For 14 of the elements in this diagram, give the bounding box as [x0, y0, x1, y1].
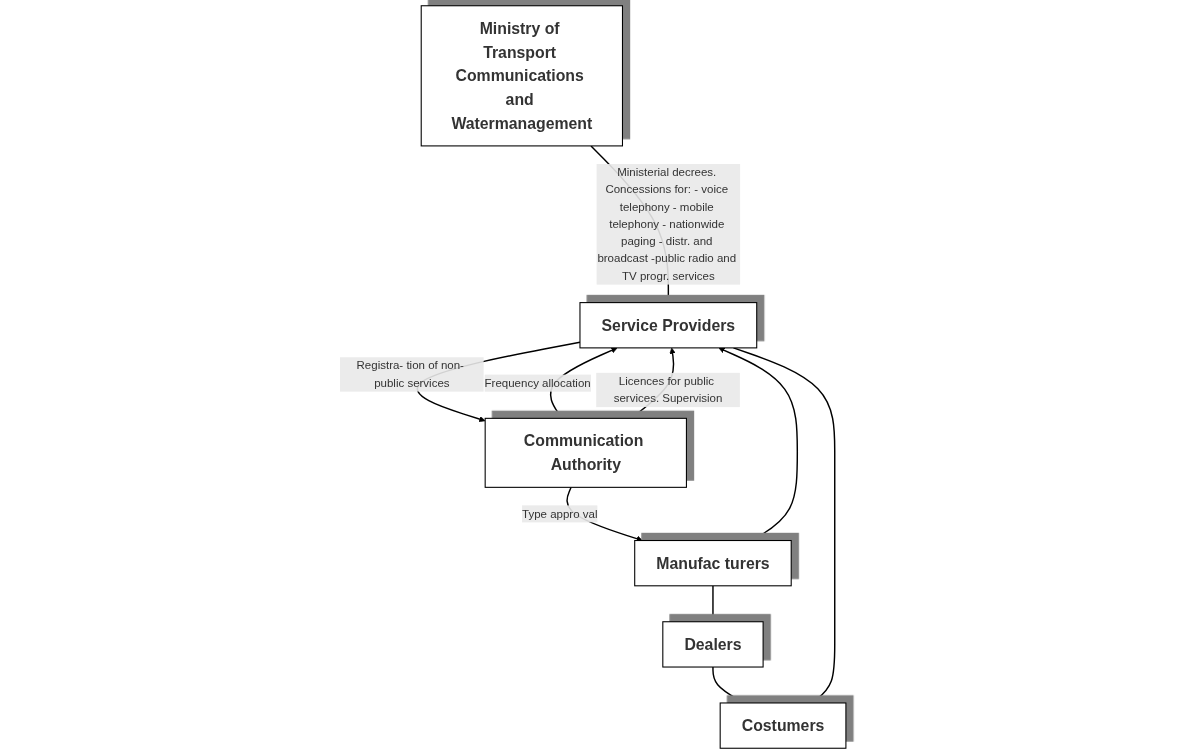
node-box: Dealers [662, 621, 764, 668]
node-box: Service Providers [579, 302, 758, 349]
node-box: Ministry of Transport Communications and Watermanagement [420, 5, 624, 147]
node-box: Costumers [719, 702, 847, 749]
edge-label: Licences for public services. Supervision [613, 374, 723, 405]
edge-label: Registra- tion of non- public services [356, 359, 464, 389]
edge-label: Ministerial decrees. Concessions for: - voice telephony - mobile telephony - nationwide paging - distr. and broadcast -public radio and TV progr. services [597, 166, 737, 282]
arrow [709, 585, 717, 623]
arrow [712, 666, 745, 704]
node-box: Communication Authority [484, 417, 688, 488]
edge-label: Type appro val [522, 507, 598, 520]
edge-label: Frequency allocation [484, 376, 591, 389]
arrow [718, 347, 799, 542]
node-box: Manufac turers [634, 540, 792, 587]
